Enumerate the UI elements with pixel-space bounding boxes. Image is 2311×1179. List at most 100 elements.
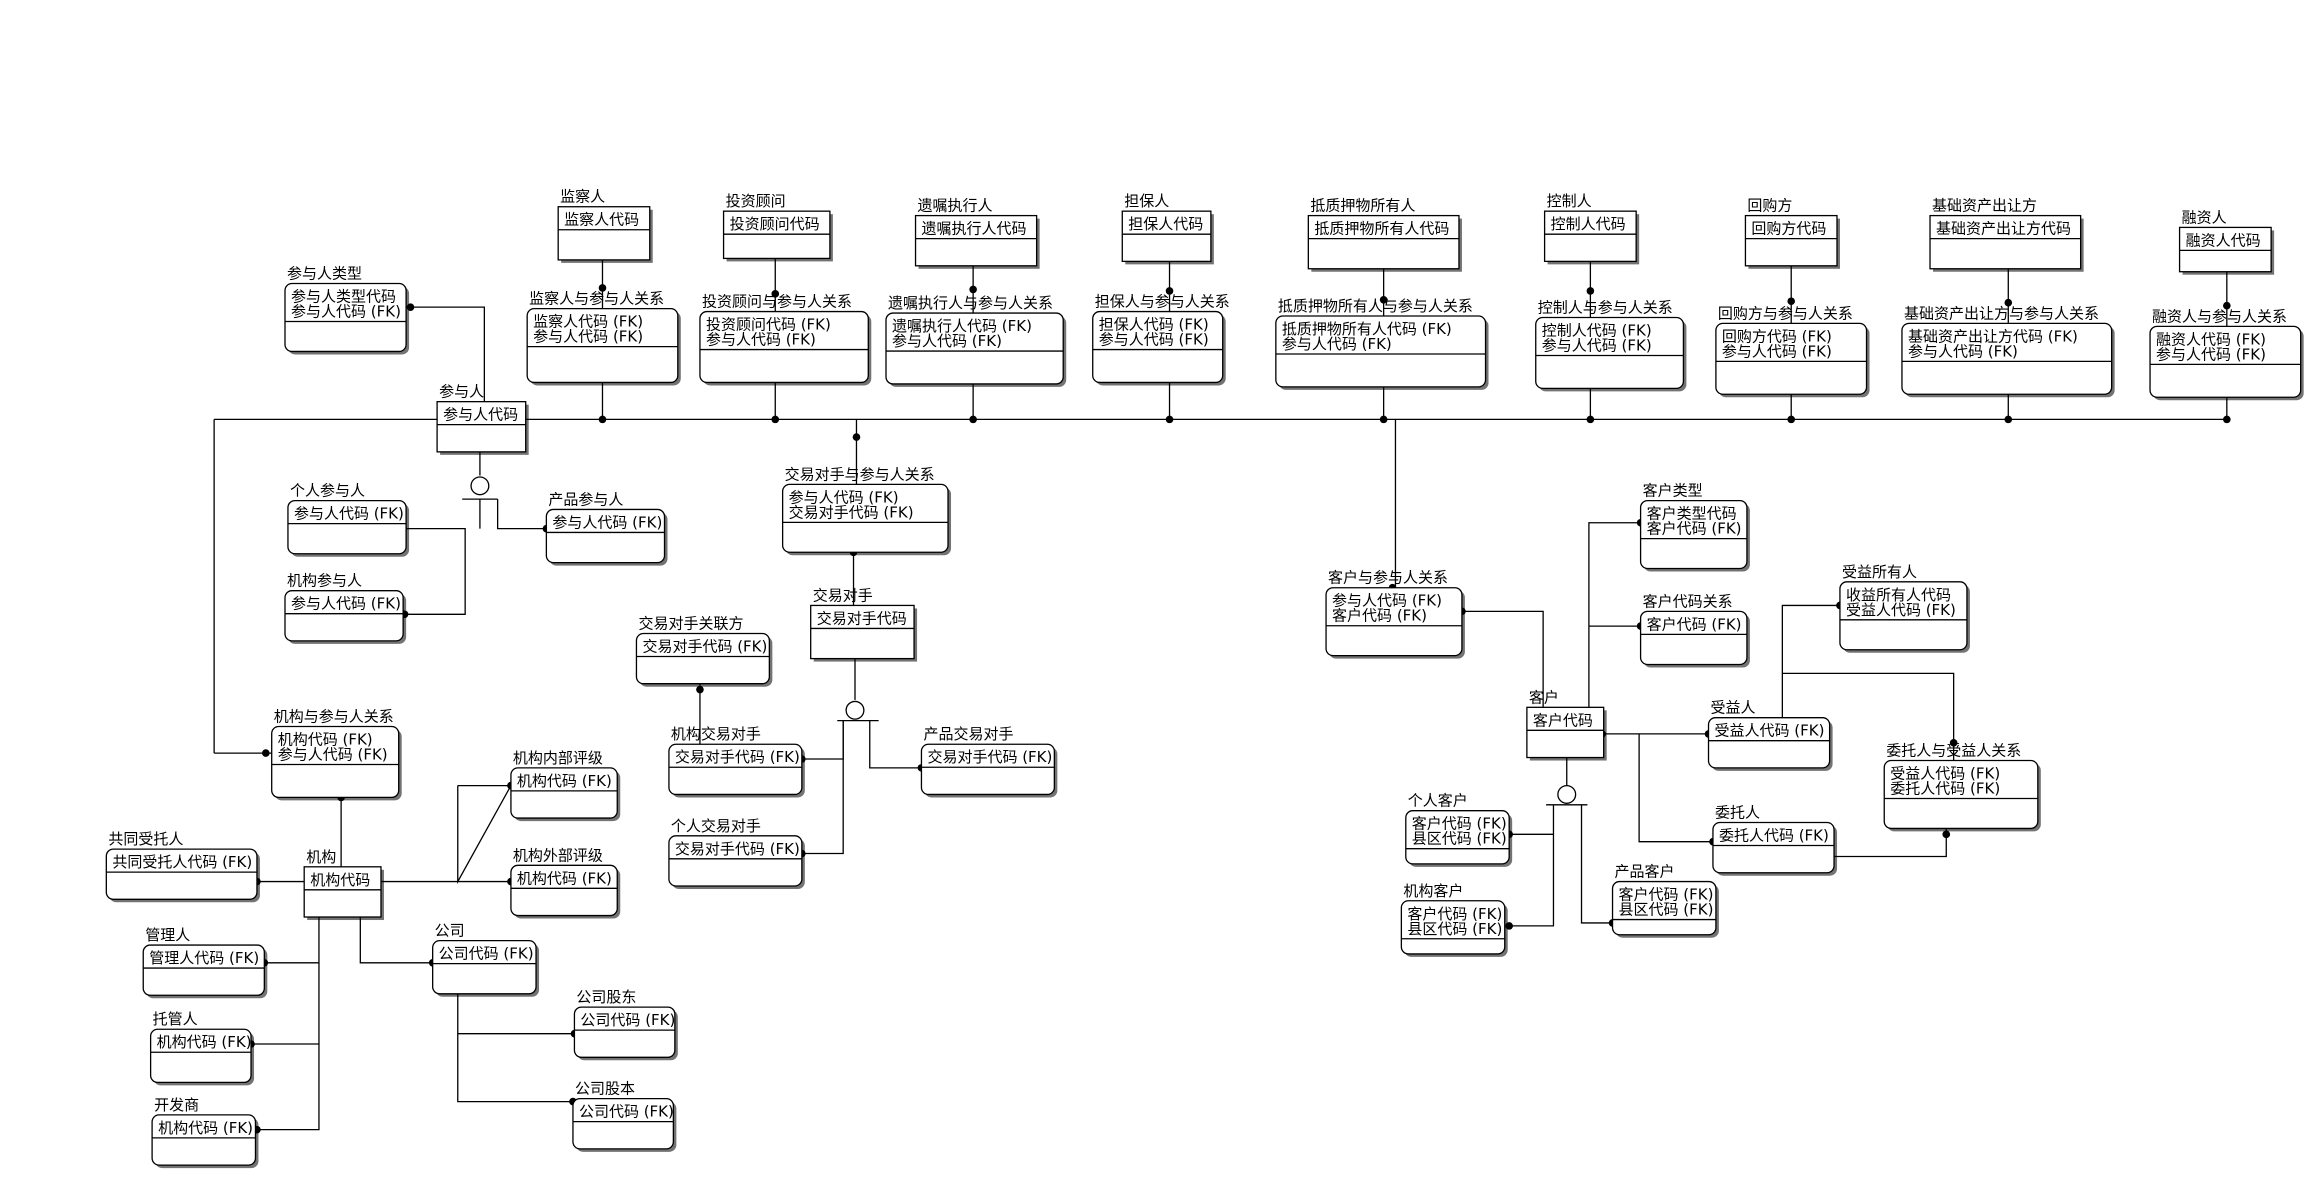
entity-title: 机构外部评级	[513, 846, 603, 864]
entity-field: 共同受托人代码 (FK)	[112, 853, 252, 871]
entity-field: 交易对手代码 (FK)	[789, 503, 914, 521]
entity-box	[287, 499, 407, 555]
relationship-end-dot	[771, 290, 780, 298]
entity-box	[284, 282, 407, 353]
entity-field: 公司代码 (FK)	[580, 1011, 675, 1029]
entity-field: 抵质押物所有人代码 (FK)	[1282, 320, 1452, 338]
entity-field: 参与人代码 (FK)	[291, 303, 401, 321]
entity-box	[149, 1028, 252, 1084]
relationship-end-dot	[969, 285, 977, 294]
relationship-end-dot	[598, 284, 607, 292]
entity-field: 受益人代码 (FK)	[1715, 722, 1825, 740]
entity-box	[699, 310, 869, 384]
entity-box	[284, 590, 404, 642]
entity-title: 客户类型	[1643, 482, 1703, 500]
entity-title: 监察人与参与人关系	[529, 290, 664, 308]
entity-field: 基础资产出让方代码 (FK)	[1908, 327, 2078, 345]
entity-title: 遗嘱执行人	[918, 197, 993, 215]
entity-title: 遗嘱执行人与参与人关系	[888, 294, 1053, 312]
subtype-discriminator-circle	[1557, 784, 1577, 804]
entity-box	[1405, 810, 1510, 865]
entity-title: 客户与参与人关系	[1328, 569, 1448, 587]
entity-title: 机构交易对手	[671, 725, 761, 743]
entity-title: 公司	[435, 922, 465, 940]
relationship-end-dot	[852, 433, 861, 441]
entity-field: 管理人代码 (FK)	[149, 949, 259, 967]
entity-box	[1839, 581, 1968, 651]
relationship-end-dot	[1787, 415, 1796, 424]
relationship-line	[1781, 604, 1840, 718]
entity-field: 担保人代码	[1128, 215, 1203, 233]
entity-field: 融资人代码	[2186, 231, 2261, 249]
entity-title: 交易对手关联方	[638, 614, 743, 632]
entity-title: 投资顾问与参与人关系	[702, 293, 852, 311]
relationship-line	[256, 917, 320, 1131]
entity-field: 参与人代码 (FK)	[706, 331, 816, 349]
entity-title: 受益人	[1711, 699, 1756, 717]
entity-title: 机构参与人	[287, 572, 362, 590]
entity-field: 参与人代码 (FK)	[1099, 331, 1209, 349]
entity-title: 共同受托人	[108, 830, 183, 848]
entity-field: 委托人代码 (FK)	[1890, 779, 2000, 797]
entity-box	[436, 401, 527, 453]
entity-box	[635, 632, 770, 685]
entity-title: 个人客户	[1408, 792, 1468, 810]
entity-box	[573, 1006, 676, 1058]
entity-field: 担保人代码 (FK)	[1099, 316, 1209, 334]
entity-field: 参与人代码 (FK)	[892, 332, 1002, 350]
entity-title: 托管人	[153, 1010, 198, 1028]
entity-title: 个人交易对手	[671, 817, 761, 835]
entity-title: 参与人	[439, 383, 484, 401]
entity-field: 县区代码 (FK)	[1412, 830, 1507, 848]
entity-title: 基础资产出让方	[1932, 197, 2037, 215]
entity-field: 县区代码 (FK)	[1407, 920, 1502, 938]
entity-box	[1325, 587, 1463, 657]
entity-field: 投资顾问代码	[730, 215, 820, 233]
relationship-line	[801, 720, 844, 760]
relationship-end-dot	[1586, 415, 1595, 424]
entity-box	[572, 1097, 675, 1150]
entity-box	[1275, 315, 1487, 388]
entity-box	[432, 939, 537, 995]
entity-title: 开发商	[154, 1096, 199, 1114]
entity-field: 县区代码 (FK)	[1619, 901, 1714, 919]
entity-box	[2178, 226, 2272, 273]
entity-title: 交易对手	[813, 586, 873, 604]
entity-field: 融资人代码 (FK)	[2156, 330, 2266, 348]
entity-title: 控制人	[1547, 192, 1592, 210]
entity-box	[1639, 499, 1748, 570]
entity-box	[1526, 706, 1605, 759]
relationship-end-dot	[2223, 415, 2231, 424]
entity-box	[510, 864, 618, 917]
entity-box	[2149, 325, 2302, 398]
entity-field: 投资顾问代码 (FK)	[706, 316, 831, 334]
entity-box	[510, 767, 618, 819]
entity-field: 抵质押物所有人代码	[1314, 220, 1449, 238]
entity-field: 参与人代码 (FK)	[1332, 592, 1442, 610]
entity-field: 客户代码	[1533, 711, 1593, 729]
entity-box	[1535, 316, 1685, 390]
entity-title: 担保人	[1124, 192, 1169, 210]
entity-title: 委托人与受益人关系	[1886, 741, 2021, 759]
entity-box	[781, 483, 949, 553]
